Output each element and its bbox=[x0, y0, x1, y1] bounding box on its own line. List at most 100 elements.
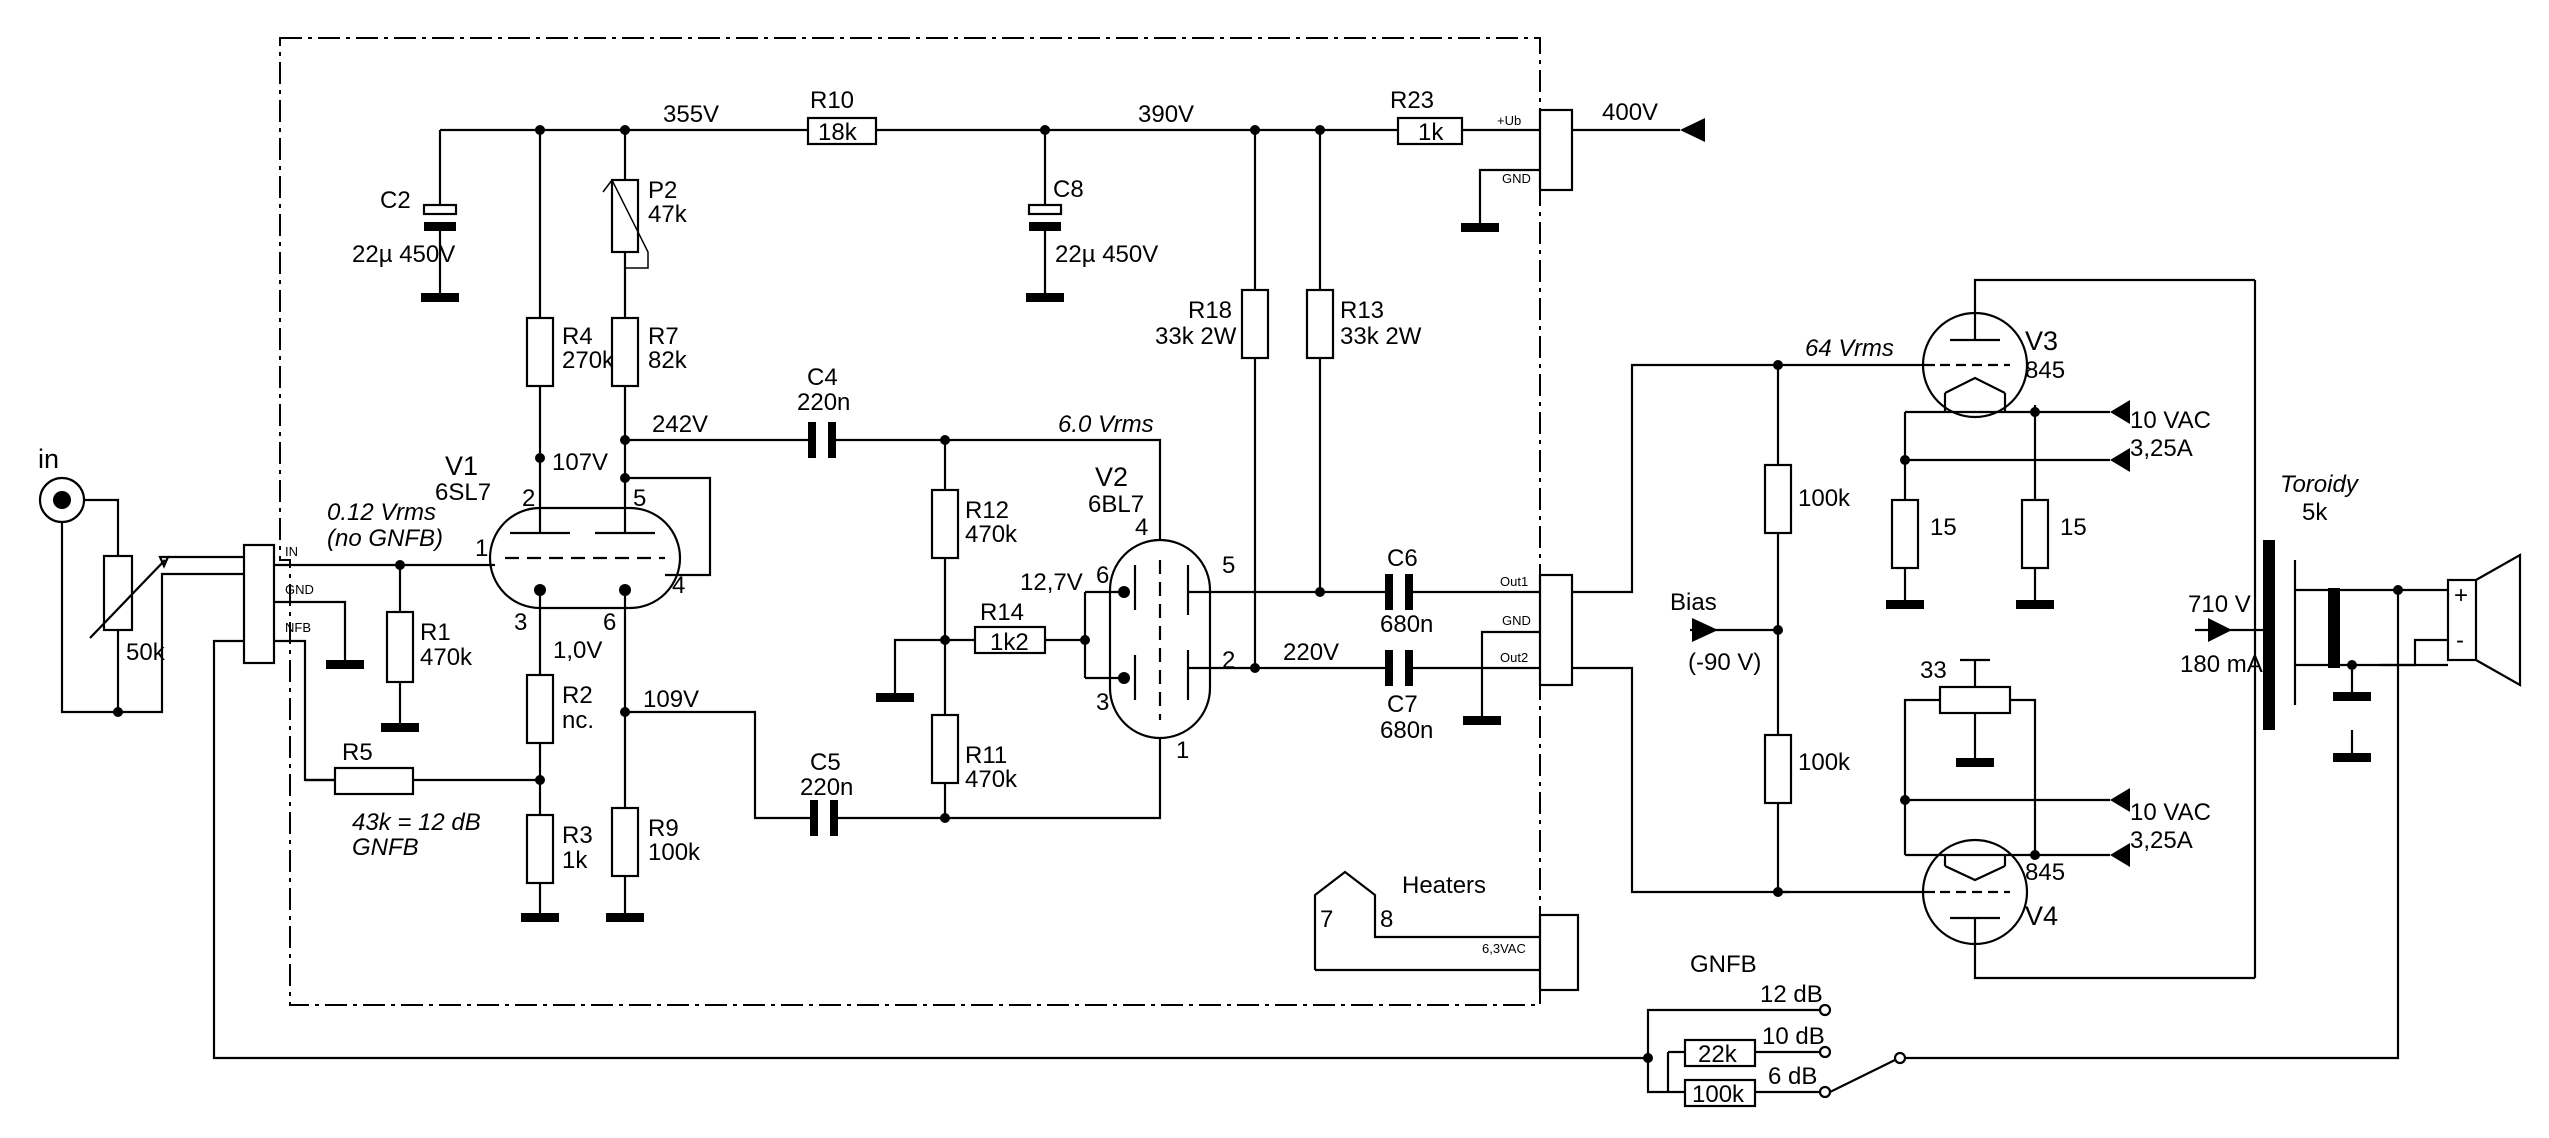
label-v109: 109V bbox=[643, 686, 699, 713]
r14-resistor bbox=[973, 625, 1047, 655]
label-r23: R23 bbox=[1390, 87, 1434, 114]
label-r4-val: 270k bbox=[562, 347, 615, 374]
label-r10: R10 bbox=[810, 87, 854, 114]
label-v1-type: 6SL7 bbox=[435, 479, 491, 506]
pin-v1-5: 5 bbox=[633, 485, 646, 512]
label-r1-val: 470k bbox=[420, 644, 473, 671]
pin-v1-2: 2 bbox=[522, 485, 535, 512]
pin-v2-1: 1 bbox=[1176, 737, 1189, 764]
v3-tube bbox=[1778, 278, 2255, 419]
label-db6: 6 dB bbox=[1768, 1063, 1817, 1090]
label-v3-name: V3 bbox=[2025, 326, 2058, 356]
label-v4-name: V4 bbox=[2025, 901, 2058, 931]
label-c4-val: 220n bbox=[797, 389, 850, 416]
label-c2-val: 22µ 450V bbox=[352, 241, 455, 268]
label-r14: R14 bbox=[980, 599, 1024, 626]
label-v2-name: V2 bbox=[1095, 462, 1128, 492]
label-conn-in-n: IN bbox=[285, 544, 298, 559]
label-p2: P2 bbox=[648, 177, 677, 204]
label-heater-7: 7 bbox=[1320, 906, 1333, 933]
label-c7: C7 bbox=[1387, 691, 1418, 718]
label-r13-val: 33k 2W bbox=[1340, 323, 1422, 350]
pin-v1-1: 1 bbox=[475, 535, 488, 562]
r10-resistor bbox=[806, 116, 878, 146]
r5-resistor bbox=[333, 766, 415, 796]
label-v107: 107V bbox=[552, 449, 608, 476]
label-100k-top: 100k bbox=[1798, 485, 1851, 512]
label-conn-in-nfb: NFB bbox=[285, 620, 311, 635]
label-toroidy: Toroidy bbox=[2280, 471, 2360, 498]
label-r15a: 15 bbox=[1930, 514, 1957, 541]
label-r3-val: 1k bbox=[562, 847, 588, 874]
toroidy-core bbox=[2263, 540, 2275, 730]
label-bias-val: (-90 V) bbox=[1688, 649, 1761, 676]
speaker bbox=[2446, 553, 2522, 687]
r12-resistor bbox=[930, 488, 960, 560]
label-r13: R13 bbox=[1340, 297, 1384, 324]
input-connector bbox=[242, 543, 276, 665]
v2-tube bbox=[1083, 538, 1255, 740]
label-c6-val: 680n bbox=[1380, 611, 1433, 638]
pin-v2-5: 5 bbox=[1222, 552, 1235, 579]
label-spk-minus: - bbox=[2456, 627, 2464, 654]
label-c4: C4 bbox=[807, 364, 838, 391]
label-r2: R2 bbox=[562, 682, 593, 709]
label-100k-bot: 100k bbox=[1798, 749, 1851, 776]
label-heater-8: 8 bbox=[1380, 906, 1393, 933]
label-v1-in-level: 0.12 Vrms bbox=[327, 499, 436, 526]
label-r15b: 15 bbox=[2060, 514, 2087, 541]
label-conn-out2: Out2 bbox=[1500, 650, 1528, 665]
label-heaters: Heaters bbox=[1402, 872, 1486, 899]
label-r7-val: 82k bbox=[648, 347, 688, 374]
label-r5: R5 bbox=[342, 739, 373, 766]
label-r2-val: nc. bbox=[562, 707, 594, 734]
label-pot-in: 50k bbox=[126, 639, 166, 666]
label-conn-in-gnd: GND bbox=[285, 582, 314, 597]
label-v64rms: 64 Vrms bbox=[1805, 335, 1894, 362]
label-v2-type: 6BL7 bbox=[1088, 491, 1144, 518]
label-amp-top: 3,25A bbox=[2130, 435, 2193, 462]
label-p33: 33 bbox=[1920, 657, 1947, 684]
label-conn-ub: +Ub bbox=[1497, 113, 1521, 128]
driver-board-outline bbox=[279, 37, 1541, 1006]
r9-resistor bbox=[610, 806, 640, 878]
label-v400: 400V bbox=[1602, 99, 1658, 126]
heater-connector bbox=[1538, 913, 1580, 992]
label-amp-bot: 3,25A bbox=[2130, 827, 2193, 854]
r2-resistor bbox=[525, 673, 555, 745]
label-gnfb-note2: GNFB bbox=[352, 834, 419, 861]
label-c5: C5 bbox=[810, 749, 841, 776]
label-r11-val: 470k bbox=[965, 766, 1018, 793]
label-r18: R18 bbox=[1188, 297, 1232, 324]
label-c8-val: 22µ 450V bbox=[1055, 241, 1158, 268]
r1-resistor bbox=[385, 610, 415, 684]
label-v390: 390V bbox=[1138, 101, 1194, 128]
r13-resistor bbox=[1305, 288, 1335, 360]
gnfb-selector-switch[interactable] bbox=[1829, 1059, 1896, 1093]
label-db10: 10 dB bbox=[1762, 1023, 1825, 1050]
label-conn-gnd-out: GND bbox=[1502, 613, 1531, 628]
label-r12-val: 470k bbox=[965, 521, 1018, 548]
label-v1-name: V1 bbox=[445, 451, 478, 481]
input-jack[interactable] bbox=[38, 476, 86, 524]
r18-resistor bbox=[1240, 288, 1270, 360]
label-bias: Bias bbox=[1670, 589, 1717, 616]
bias-resistor-top bbox=[1763, 463, 1793, 535]
label-r14-val: 1k2 bbox=[990, 629, 1029, 656]
label-vac-bot: 10 VAC bbox=[2130, 799, 2211, 826]
p2-trimmer[interactable] bbox=[610, 178, 640, 254]
v1-tube bbox=[480, 476, 712, 875]
r3-resistor bbox=[525, 813, 555, 885]
label-r11: R11 bbox=[965, 742, 1007, 769]
label-gnfb-note1: 43k = 12 dB bbox=[352, 809, 481, 836]
label-conn-out1: Out1 bbox=[1500, 574, 1528, 589]
pin-v2-2: 2 bbox=[1222, 647, 1235, 674]
p33-trimmer[interactable] bbox=[1938, 685, 2012, 715]
label-r9-val: 100k bbox=[648, 839, 701, 866]
label-r12: R12 bbox=[965, 497, 1009, 524]
label-in: in bbox=[38, 444, 59, 474]
label-vac-top: 10 VAC bbox=[2130, 407, 2211, 434]
label-ma180: 180 mA bbox=[2180, 651, 2263, 678]
label-r10-val: 18k bbox=[818, 119, 858, 146]
label-db12: 12 dB bbox=[1760, 981, 1823, 1008]
